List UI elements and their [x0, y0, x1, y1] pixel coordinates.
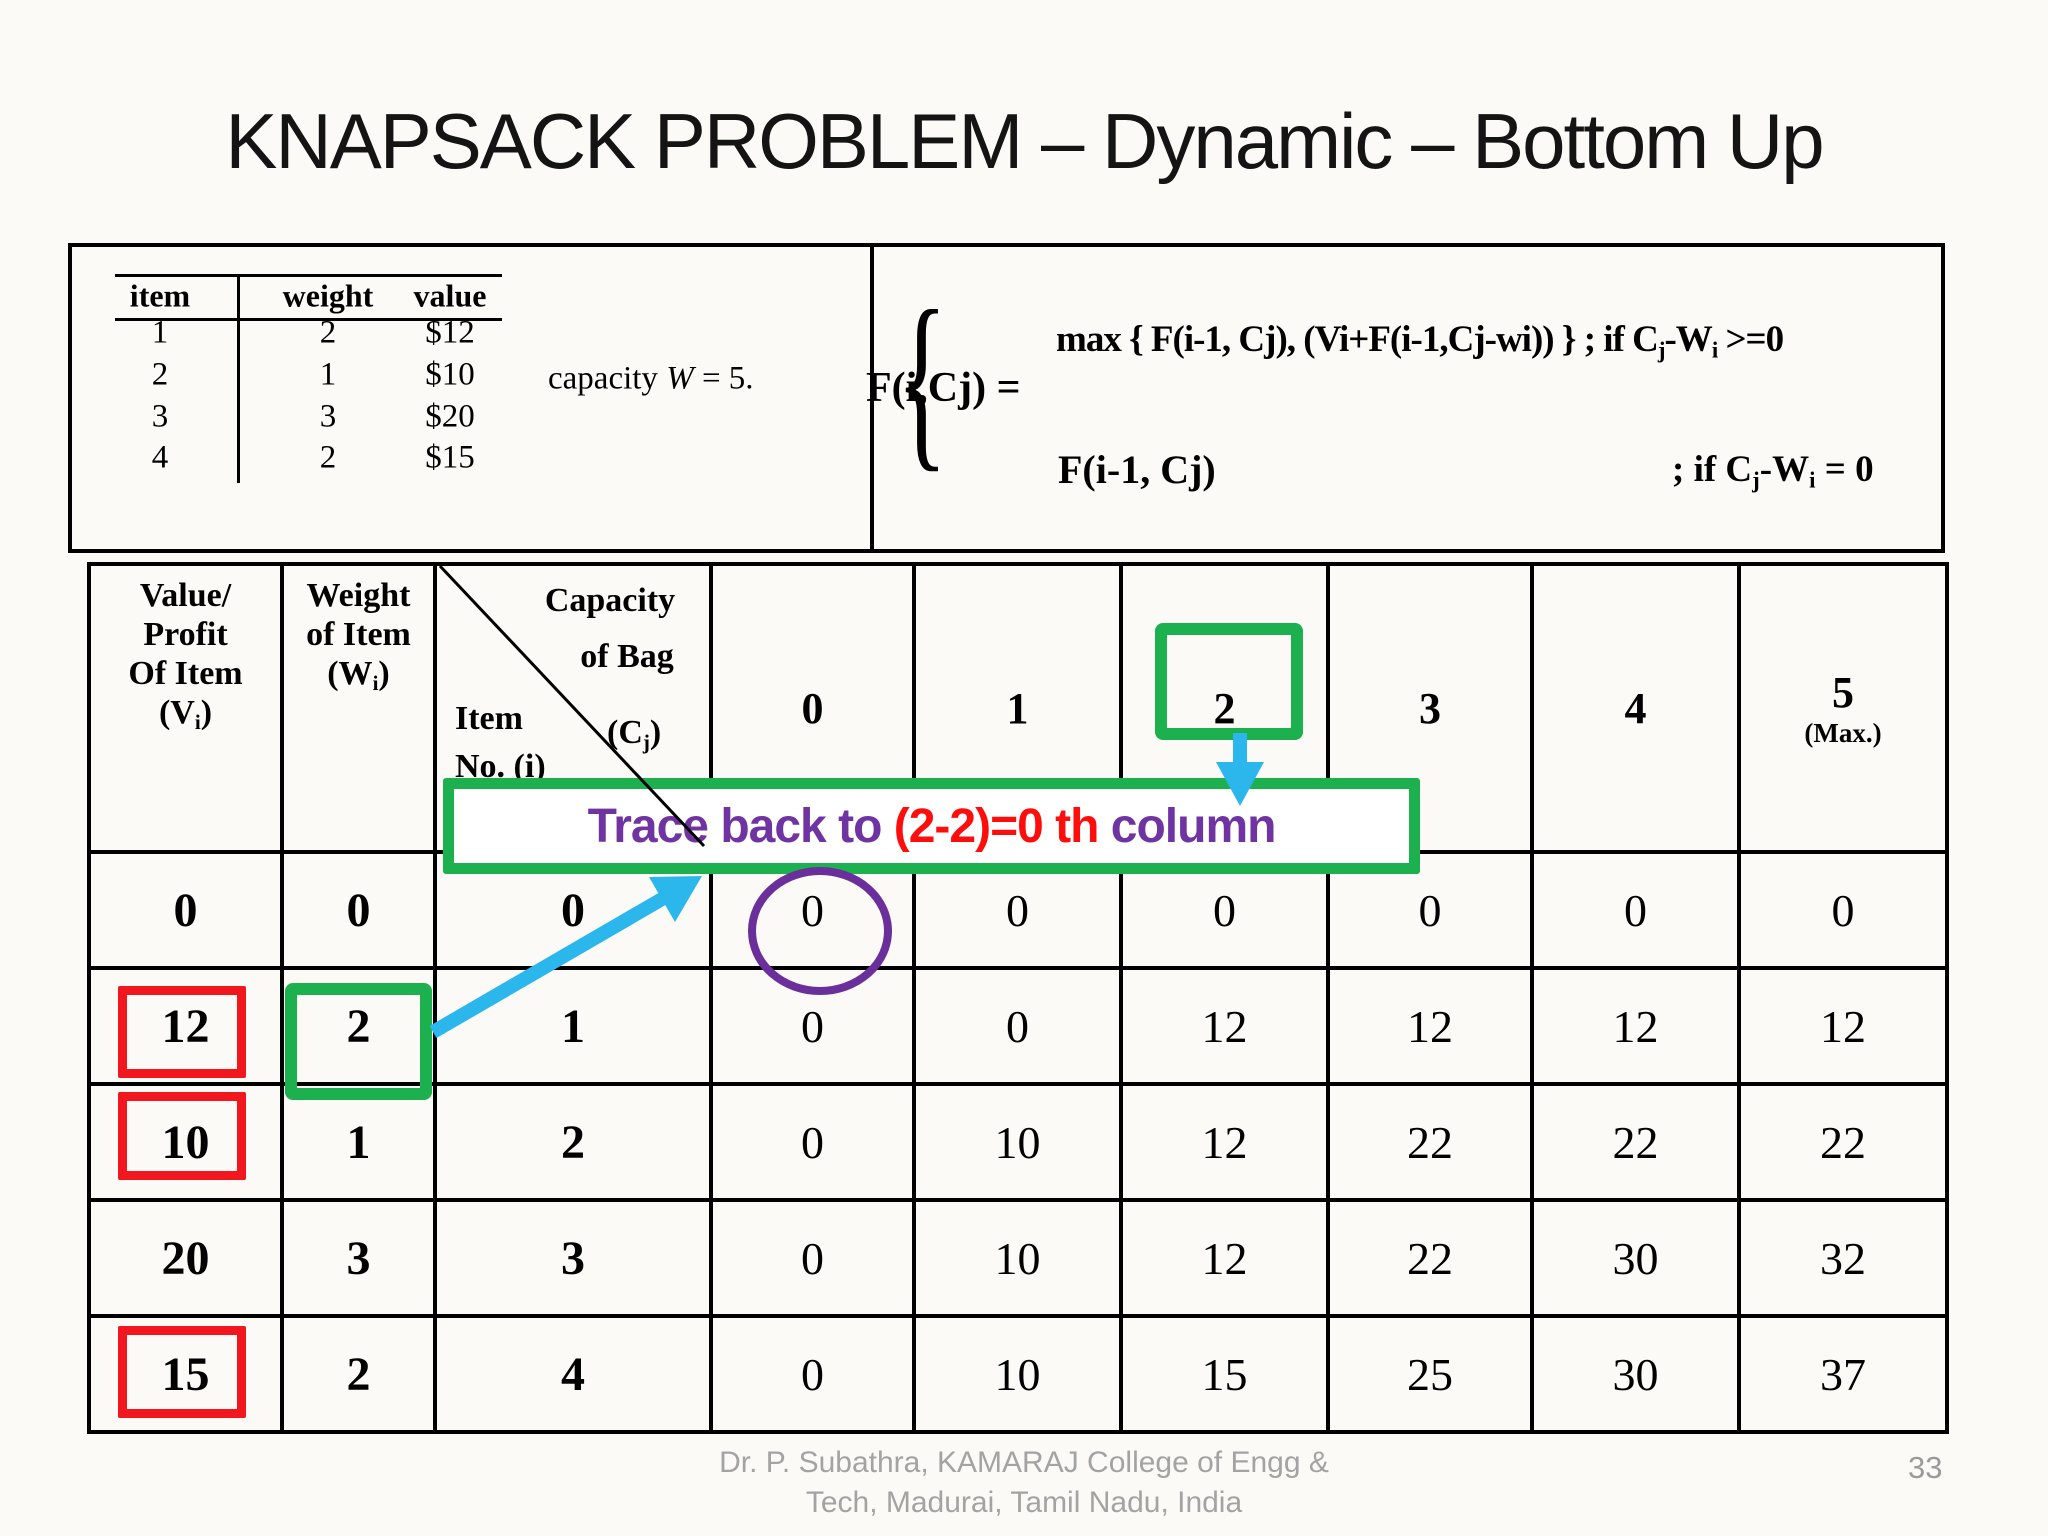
formula-lhs: F(i,Cj) = [866, 365, 1021, 411]
green-highlight-column-2 [1155, 623, 1303, 740]
trace-back-callout: Trace back to (2-2)=0 th column [443, 778, 1420, 874]
dp-cell: 0 [912, 966, 1123, 1086]
items-table-header-rule [115, 318, 502, 321]
page-title: KNAPSACK PROBLEM – Dynamic – Bottom Up [225, 97, 1824, 185]
cj-max-note: (Max.) [1804, 718, 1882, 748]
red-highlight-value-12 [118, 986, 246, 1078]
dp-cell: 0 [709, 1314, 916, 1434]
cj-value: 2 [1213, 683, 1236, 733]
dp-header-cj-4: 4 [1530, 562, 1741, 854]
dp-value-cell: 20 [87, 1198, 284, 1318]
items-table-cell: 4 [151, 439, 169, 476]
cj-value: 3 [1419, 683, 1441, 733]
formula-case2-expr: F(i-1, Cj) [1058, 447, 1216, 492]
items-table-cell: 2 [319, 439, 337, 476]
dp-cell: 12 [1737, 966, 1949, 1086]
dp-cell: 30 [1530, 1314, 1741, 1434]
item-label: Item [455, 700, 523, 737]
items-table-cell: 1 [151, 314, 169, 351]
dp-cell: 32 [1737, 1198, 1949, 1318]
dp-cell: 0 [1737, 850, 1949, 970]
dp-value-cell: 0 [87, 850, 284, 970]
items-table-divider [237, 274, 240, 483]
capacity-note: capacity W = 5. [548, 360, 754, 397]
dp-item-cell: 4 [433, 1314, 713, 1434]
red-highlight-value-10 [118, 1092, 246, 1180]
dp-cell: 15 [1119, 1314, 1330, 1434]
dp-cell: 30 [1530, 1198, 1741, 1318]
dp-weight-cell: 0 [280, 850, 437, 970]
dp-cell: 0 [709, 1082, 916, 1202]
footer-line2: Tech, Madurai, Tamil Nadu, India [805, 1486, 1243, 1519]
items-table-cell: $20 [425, 398, 475, 435]
dp-cell: 12 [1530, 966, 1741, 1086]
items-table-header: value [413, 277, 487, 314]
dp-weight-cell: 1 [280, 1082, 437, 1202]
formula-case1: max { F(i-1, Cj), (Vi+F(i-1,Cj-wi)) } ; … [1056, 319, 1784, 363]
formula-case2-cond: ; if Cj-Wi = 0 [1672, 449, 1874, 493]
cj-value: 4 [1624, 683, 1647, 733]
formula-brace: { [896, 271, 948, 488]
dp-cell: 12 [1119, 966, 1330, 1086]
items-table-cell: $15 [425, 439, 475, 476]
cj-value: 1 [1006, 683, 1029, 733]
dp-cell: 10 [912, 1314, 1123, 1434]
items-table-cell: 1 [319, 356, 337, 393]
items-table-top-rule [115, 274, 502, 277]
dp-weight-cell: 2 [280, 1314, 437, 1434]
cj-label: (Cj) [607, 714, 662, 754]
items-table-header: weight [282, 277, 374, 314]
cj-value: 5 [1832, 668, 1854, 717]
dp-cell: 12 [1119, 1082, 1330, 1202]
formula-box [870, 243, 1945, 553]
dp-item-cell: 2 [433, 1082, 713, 1202]
red-highlight-value-15 [118, 1326, 246, 1418]
dp-cell: 10 [912, 1198, 1123, 1318]
footer: Dr. P. Subathra, KAMARAJ College of Engg… [0, 1443, 2048, 1523]
dp-header-weight: Weight of Item (Wi) [280, 562, 437, 854]
dp-item-cell: 1 [433, 966, 713, 1086]
dp-cell: 0 [1530, 850, 1741, 970]
page-number: 33 [1908, 1450, 1943, 1485]
dp-header-cj-5: 5(Max.) [1737, 562, 1949, 854]
dp-header-value: Value/ Profit Of Item (Vi) [87, 562, 284, 854]
dp-cell: 0 [709, 1198, 916, 1318]
dp-cell: 22 [1530, 1082, 1741, 1202]
items-table-cell: 3 [151, 398, 169, 435]
items-table-cell: $12 [425, 314, 475, 351]
dp-cell: 0 [709, 966, 916, 1086]
dp-cell: 22 [1737, 1082, 1949, 1202]
dp-cell: 22 [1326, 1198, 1534, 1318]
dp-cell: 22 [1326, 1082, 1534, 1202]
dp-cell: 12 [1119, 1198, 1330, 1318]
cj-value: 0 [801, 683, 824, 733]
dp-cell: 12 [1326, 966, 1534, 1086]
dp-cell: 37 [1737, 1314, 1949, 1434]
green-highlight-weight-2 [285, 983, 432, 1100]
dp-weight-cell: 3 [280, 1198, 437, 1318]
items-table-cell: 2 [319, 314, 337, 351]
items-table-cell: $10 [425, 356, 475, 393]
of-bag-label: of Bag [580, 638, 674, 675]
dp-item-cell: 3 [433, 1198, 713, 1318]
capacity-label: Capacity [544, 582, 676, 619]
items-table-header: item [129, 277, 191, 314]
dp-cell: 10 [912, 1082, 1123, 1202]
footer-line1: Dr. P. Subathra, KAMARAJ College of Engg… [719, 1446, 1329, 1479]
items-table-cell: 3 [319, 398, 337, 435]
items-table-cell: 2 [151, 356, 169, 393]
dp-cell: 25 [1326, 1314, 1534, 1434]
